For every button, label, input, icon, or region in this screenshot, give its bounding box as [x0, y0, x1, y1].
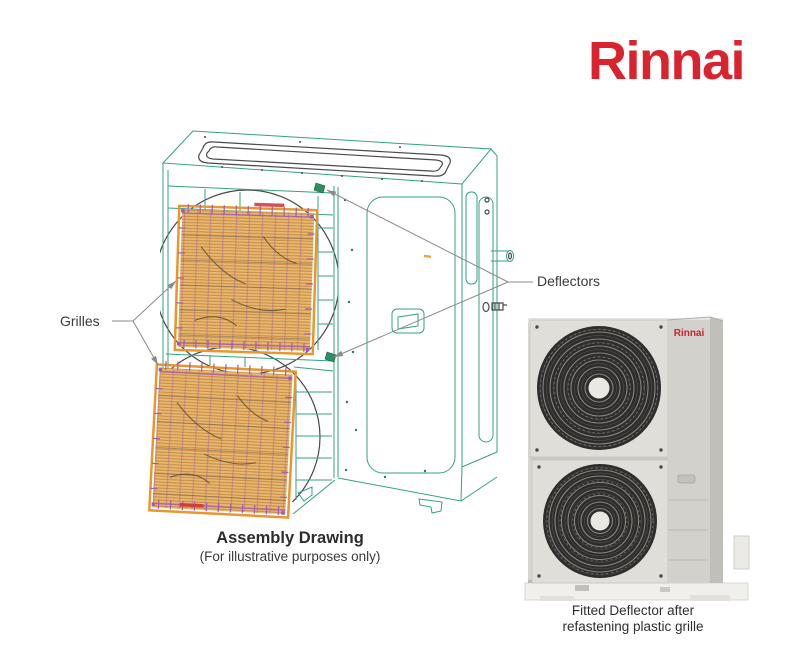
service-port [391, 308, 425, 334]
photo-base [524, 582, 749, 601]
photo-caption-line2: refastening plastic grille [562, 619, 704, 635]
grille-upper [173, 202, 319, 356]
photo-side-bracket [733, 535, 750, 570]
unit-photo: Rinnai [520, 312, 752, 604]
photo-panel-divider [530, 457, 668, 460]
deflector-upper [313, 182, 326, 194]
grille-lower [147, 360, 298, 519]
leader-lines [112, 189, 533, 366]
photo-fan-upper [537, 326, 661, 450]
cad-note-red-lower [179, 502, 204, 508]
assembly-caption-subtitle: (For illustrative purposes only) [199, 549, 381, 564]
assembly-caption-title: Assembly Drawing [216, 529, 364, 547]
photo-caption: Fitted Deflector after refastening plast… [513, 603, 753, 635]
deflector-lower [324, 351, 337, 363]
panel-screw-dots [343, 198, 427, 479]
cabinet-top [161, 130, 493, 185]
photo-caption-line1: Fitted Deflector after [571, 603, 695, 618]
deflector-parts [313, 182, 337, 363]
photo-handle-slot [677, 474, 696, 484]
cabinet-front-panel [337, 196, 498, 514]
orange-mark [423, 254, 432, 259]
photo-control-section: Rinnai [667, 316, 750, 583]
top-screw-dots [204, 136, 423, 182]
photo-fan-lower [543, 464, 657, 578]
unit-photo-svg: Rinnai [524, 316, 750, 601]
assembly-caption: Assembly Drawing (For illustrative purpo… [140, 529, 440, 564]
pipe-fitting-lower [482, 301, 507, 313]
label-deflectors: Deflectors [537, 273, 601, 289]
rinnai-logo: Rinnai [588, 31, 746, 91]
cad-note-red-upper [254, 202, 285, 208]
photo-brand-label: Rinnai [674, 328, 705, 339]
label-grilles: Grilles [60, 313, 100, 329]
foot-bracket [418, 498, 443, 514]
cabinet-right-side [461, 148, 514, 468]
pipe-fitting-upper [491, 250, 514, 262]
